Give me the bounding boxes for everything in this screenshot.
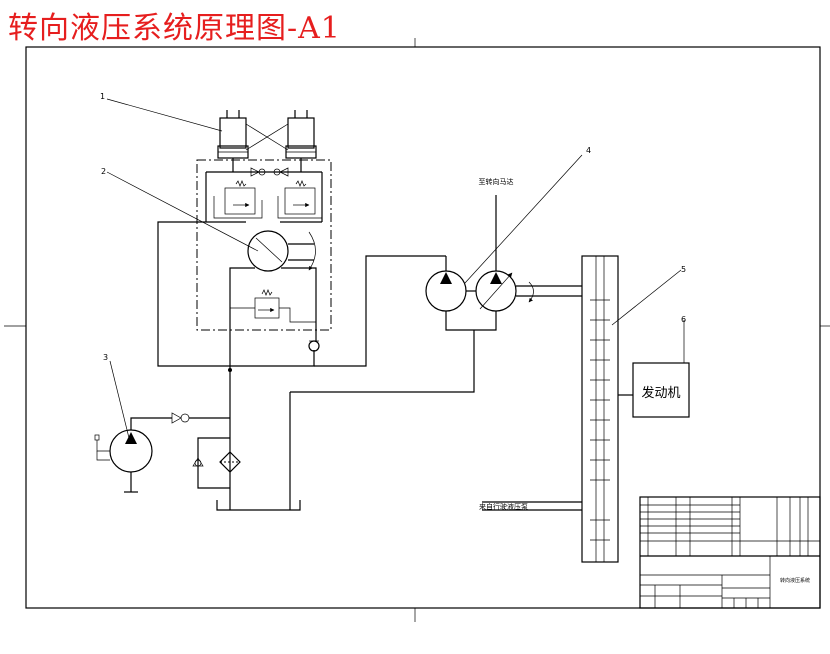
label-from-drive: 来自行驶液压泵 [479, 502, 528, 511]
title-block: 转向液压系统 [639, 496, 821, 609]
main-pump [425, 270, 467, 312]
tank [216, 500, 301, 511]
check-valve [308, 340, 320, 352]
callout-2: 2 [101, 167, 106, 176]
title-block-drawing-name: 转向液压系统 [780, 577, 810, 584]
callout-6: 6 [681, 315, 686, 324]
check-valve [171, 412, 190, 424]
label-to-steer-motor: 至转向马达 [479, 177, 514, 186]
relief-valve [230, 289, 316, 323]
engine-box [632, 362, 690, 418]
steering-unit [206, 221, 322, 330]
callouts: 1 2 3 4 5 6 [100, 92, 686, 439]
steering-cylinders [217, 110, 317, 159]
callout-4: 4 [586, 146, 591, 155]
filter [192, 437, 241, 489]
callout-3: 3 [103, 353, 108, 362]
relief-valve [213, 180, 263, 219]
check-valve [250, 167, 266, 177]
variable-pump [475, 270, 534, 312]
drawing-title: 转向液压系统原理图-A1 [8, 11, 341, 46]
supply-pump [94, 429, 153, 493]
valve-block-boundary [196, 159, 332, 331]
engine-label: 发动机 [641, 385, 680, 401]
check-valve [273, 167, 289, 177]
callout-1: 1 [100, 92, 105, 101]
callout-5: 5 [681, 265, 686, 274]
relief-valve [277, 180, 323, 219]
sheet-border [25, 46, 821, 609]
transfer-gearbox [581, 255, 619, 563]
